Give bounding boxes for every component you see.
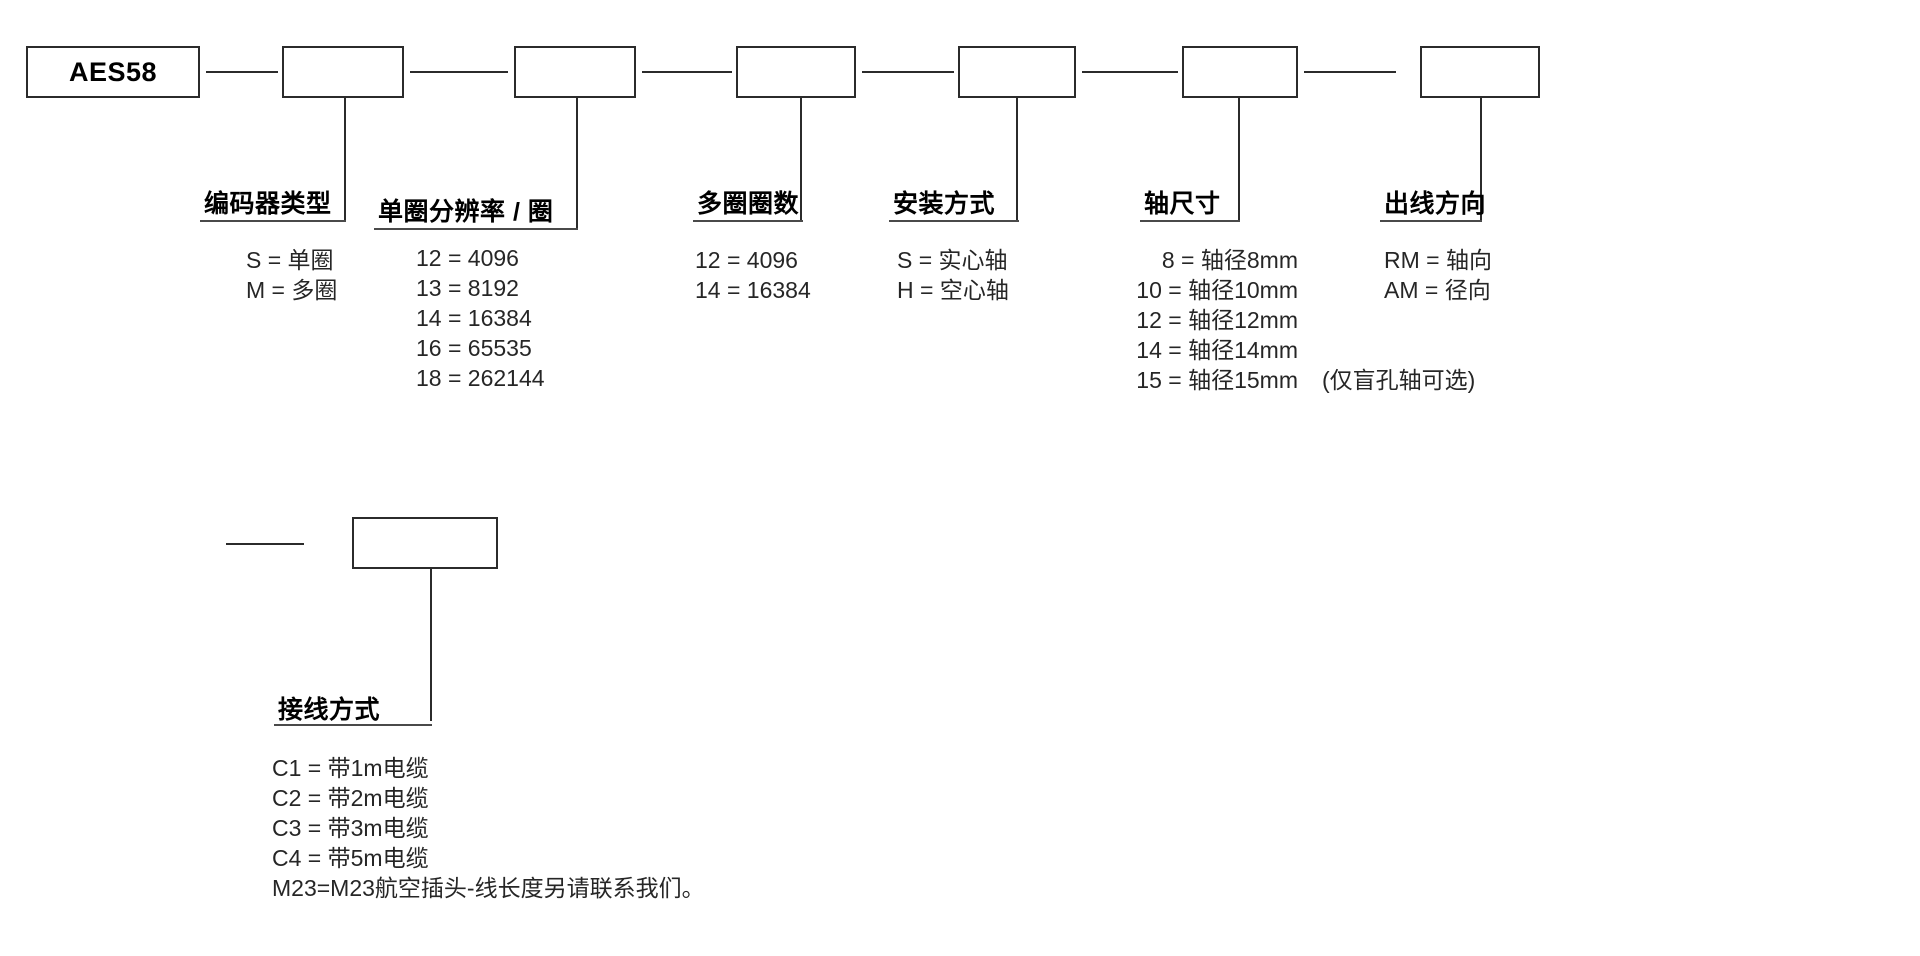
option-item: 8 = 轴径8mm xyxy=(1161,247,1298,273)
options-encoder-type: S = 单圈 M = 多圈 xyxy=(246,245,337,305)
segment-box-connection-type[interactable] xyxy=(352,517,498,569)
options-connection-type: C1 = 带1m电缆 C2 = 带2m电缆 C3 = 带3m电缆 C4 = 带5… xyxy=(272,753,705,903)
leader-line-connection-type xyxy=(430,569,432,721)
option-item: 16 = 65535 xyxy=(416,335,532,361)
caption-rule-mounting-type xyxy=(889,220,1019,222)
option-item: S = 实心轴 xyxy=(897,247,1008,273)
leader-line-multiturn-count xyxy=(800,98,802,220)
connector-dash-4 xyxy=(862,71,954,73)
connector-dash-5 xyxy=(1082,71,1178,73)
option-item: 10 = 轴径10mm xyxy=(1136,277,1298,303)
option-item: C3 = 带3m电缆 xyxy=(272,815,429,841)
leader-line-encoder-type xyxy=(344,98,346,220)
caption-rule-connection-type xyxy=(274,724,432,726)
option-item: 18 = 262144 xyxy=(416,365,545,391)
option-item: M23=M23航空插头-线长度另请联系我们。 xyxy=(272,875,705,901)
caption-encoder-type: 编码器类型 xyxy=(204,190,332,218)
segment-box-singleturn-resolution[interactable] xyxy=(514,46,636,98)
option-item: AM = 径向 xyxy=(1384,277,1491,303)
option-item: C4 = 带5m电缆 xyxy=(272,845,429,871)
caption-rule-cable-outlet-direction xyxy=(1380,220,1482,222)
caption-shaft-size: 轴尺寸 xyxy=(1144,190,1221,218)
caption-singleturn-resolution: 单圈分辨率 / 圈 xyxy=(378,198,554,226)
segment-box-shaft-size[interactable] xyxy=(1182,46,1298,98)
option-item: 12 = 4096 xyxy=(695,247,798,273)
option-item: 14 = 16384 xyxy=(695,277,811,303)
options-cable-outlet-direction: RM = 轴向 AM = 径向 xyxy=(1384,245,1492,305)
connector-dash-7 xyxy=(226,543,304,545)
segment-box-encoder-type[interactable] xyxy=(282,46,404,98)
option-item: 12 = 轴径12mm xyxy=(1136,307,1298,333)
option-item: H = 空心轴 xyxy=(897,277,1009,303)
options-multiturn-count: 12 = 4096 14 = 16384 xyxy=(695,245,811,305)
segment-box-mounting-type[interactable] xyxy=(958,46,1076,98)
leader-line-mounting-type xyxy=(1016,98,1018,220)
option-item: 14 = 16384 xyxy=(416,305,532,331)
segment-box-multiturn-count[interactable] xyxy=(736,46,856,98)
option-item: 12 = 4096 xyxy=(416,245,519,271)
options-mounting-type: S = 实心轴 H = 空心轴 xyxy=(897,245,1009,305)
caption-connection-type: 接线方式 xyxy=(278,696,381,724)
part-number-root-label: AES58 xyxy=(68,56,158,87)
connector-dash-6 xyxy=(1304,71,1396,73)
options-singleturn-resolution: 12 = 4096 13 = 8192 14 = 16384 16 = 6553… xyxy=(416,243,545,393)
caption-cable-outlet-direction: 出线方向 xyxy=(1384,190,1487,218)
leader-line-cable-outlet-direction xyxy=(1480,98,1482,220)
leader-line-shaft-size xyxy=(1238,98,1240,220)
caption-rule-encoder-type xyxy=(200,220,346,222)
option-item: M = 多圈 xyxy=(246,277,338,303)
caption-multiturn-count: 多圈圈数 xyxy=(697,190,800,218)
connector-dash-2 xyxy=(410,71,508,73)
caption-rule-singleturn-resolution xyxy=(374,228,578,230)
options-shaft-size: 8 = 轴径8mm 10 = 轴径10mm 12 = 轴径12mm 14 = 轴… xyxy=(1098,245,1298,395)
option-item-shaft-15: 15 = 轴径15mm xyxy=(1136,367,1298,393)
caption-rule-shaft-size xyxy=(1140,220,1240,222)
segment-box-cable-outlet-direction[interactable] xyxy=(1420,46,1540,98)
option-note-shaft-size: (仅盲孔轴可选) xyxy=(1322,367,1476,393)
connector-dash-3 xyxy=(642,71,732,73)
caption-mounting-type: 安装方式 xyxy=(893,190,996,218)
option-item: RM = 轴向 xyxy=(1384,247,1492,273)
option-item: S = 单圈 xyxy=(246,247,334,273)
connector-dash-1 xyxy=(206,71,278,73)
option-item: C2 = 带2m电缆 xyxy=(272,785,429,811)
option-item: C1 = 带1m电缆 xyxy=(272,755,429,781)
part-number-root-box[interactable]: AES58 xyxy=(26,46,200,98)
option-item: 13 = 8192 xyxy=(416,275,519,301)
option-item: 14 = 轴径14mm xyxy=(1136,337,1298,363)
caption-rule-multiturn-count xyxy=(693,220,803,222)
leader-line-singleturn-resolution xyxy=(576,98,578,228)
